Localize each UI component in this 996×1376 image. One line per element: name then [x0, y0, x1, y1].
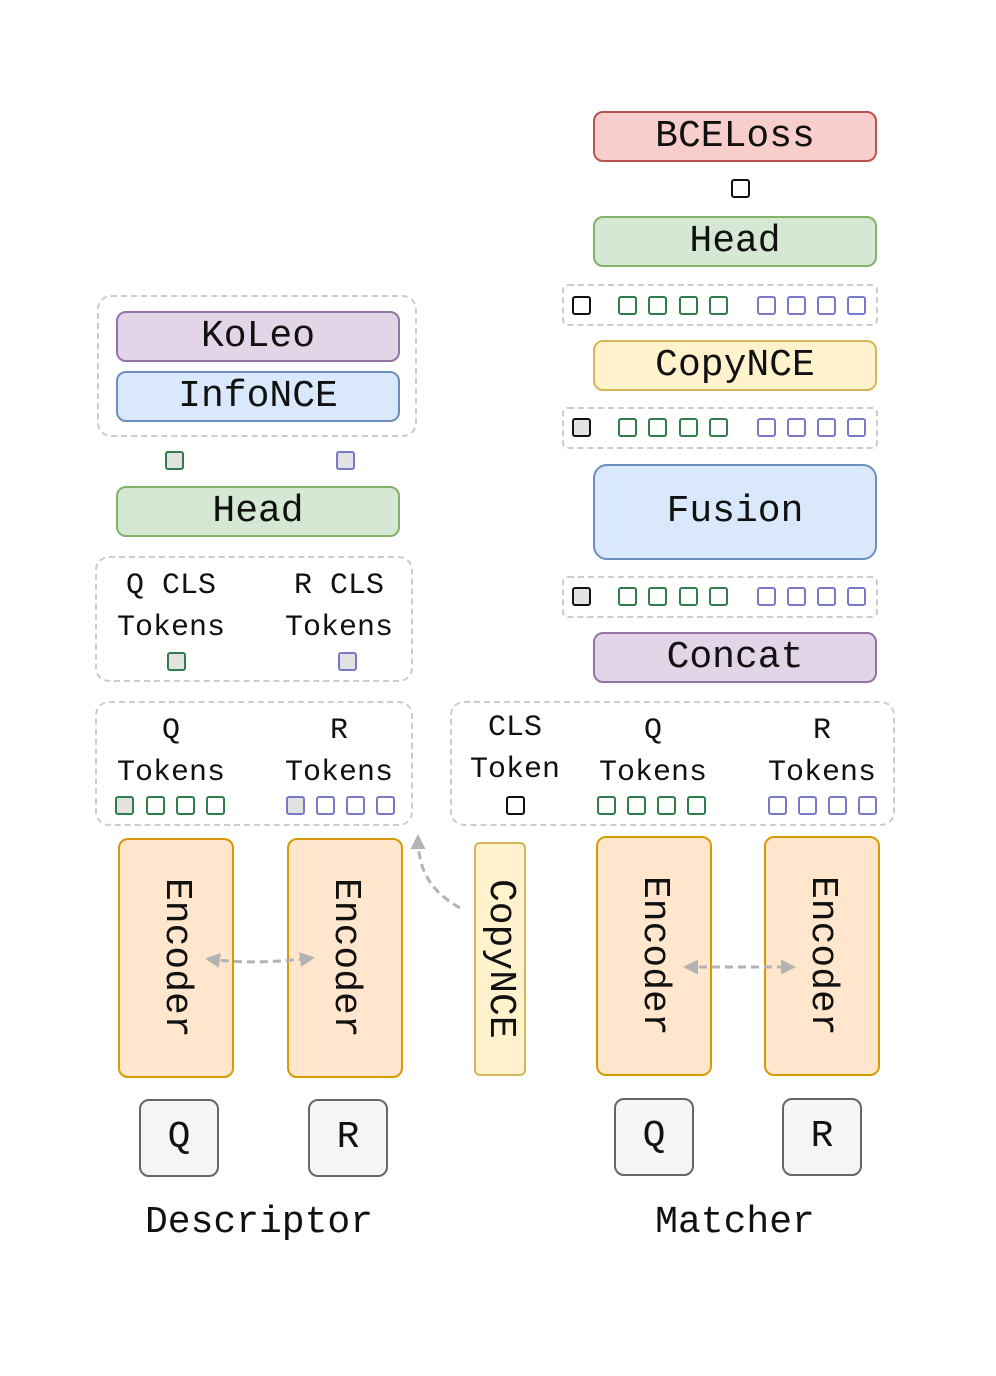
q-cls-label-top: Q CLS: [125, 569, 217, 603]
matcher-cls-label-top: CLS: [487, 711, 543, 745]
fusion-box: Fusion: [593, 464, 877, 560]
matcher-input-r: R: [782, 1098, 862, 1176]
matcher-encoder-q: Encoder: [596, 836, 712, 1076]
descriptor-tokens-group: [95, 701, 413, 826]
matcher-r-token: [817, 418, 836, 437]
descriptor-r-token: [286, 796, 305, 815]
matcher-r-token: [847, 418, 866, 437]
descriptor-loss-group: [97, 295, 417, 437]
matcher-q-token: [709, 418, 728, 437]
r-cls-label-bottom: Tokens: [284, 611, 394, 645]
matcher-cls-label-bottom: Token: [469, 753, 561, 787]
descriptor-head-box: Head: [116, 486, 400, 537]
matcher-q-tokens-label-top: Q: [643, 714, 663, 748]
descriptor-input-r: R: [308, 1099, 388, 1177]
matcher-cls-token: [572, 418, 591, 437]
concat-box: Concat: [593, 632, 877, 683]
matcher-r-input-token: [798, 796, 817, 815]
matcher-r-input-token: [828, 796, 847, 815]
descriptor-r-token: [346, 796, 365, 815]
matcher-r-token: [757, 587, 776, 606]
descriptor-input-q: Q: [139, 1099, 219, 1177]
descriptor-r-token: [316, 796, 335, 815]
matcher-q-input-token: [627, 796, 646, 815]
matcher-q-token: [648, 418, 667, 437]
descriptor-shared-weights-arrow: [205, 951, 315, 968]
matcher-token-row-after-copynce: [562, 284, 878, 326]
descriptor-q-token: [146, 796, 165, 815]
descriptor-q-embedding-token: [165, 451, 184, 470]
descriptor-q-tokens-label-bottom: Tokens: [116, 756, 226, 790]
r-cls-token: [338, 652, 357, 671]
matcher-q-token: [648, 587, 667, 606]
matcher-r-input-token: [858, 796, 877, 815]
matcher-q-token: [709, 587, 728, 606]
descriptor-r-tokens-label-bottom: Tokens: [284, 756, 394, 790]
matcher-token-row-after-concat: [562, 576, 878, 618]
copynce-side-label: CopyNCE: [479, 879, 522, 1039]
matcher-cls-input-token: [506, 796, 525, 815]
descriptor-r-token: [376, 796, 395, 815]
encoder-label: Encoder: [324, 878, 367, 1038]
matcher-r-token: [757, 418, 776, 437]
q-cls-token: [167, 652, 186, 671]
matcher-q-token: [618, 296, 637, 315]
encoder-label: Encoder: [155, 878, 198, 1038]
matcher-cls-token: [572, 587, 591, 606]
matcher-input-q: Q: [614, 1098, 694, 1176]
matcher-head-box: Head: [593, 216, 877, 267]
q-cls-label-bottom: Tokens: [116, 611, 226, 645]
r-cls-label-top: R CLS: [293, 569, 385, 603]
matcher-q-token: [679, 418, 698, 437]
infonce-loss-box: InfoNCE: [116, 371, 400, 422]
matcher-q-token: [618, 418, 637, 437]
matcher-token-row-after-fusion: [562, 407, 878, 449]
copynce-to-descriptor-arrow: [410, 834, 461, 910]
matcher-q-token: [618, 587, 637, 606]
matcher-r-token: [787, 418, 806, 437]
bceloss-box: BCELoss: [593, 111, 877, 162]
encoder-label: Encoder: [801, 876, 844, 1036]
matcher-q-token: [679, 296, 698, 315]
matcher-q-input-token: [597, 796, 616, 815]
encoder-label: Encoder: [633, 876, 676, 1036]
descriptor-q-tokens-label-top: Q: [161, 714, 181, 748]
matcher-r-token: [787, 587, 806, 606]
copynce-side-box: CopyNCE: [474, 842, 526, 1076]
matcher-q-token: [679, 587, 698, 606]
descriptor-q-token: [115, 796, 134, 815]
matcher-q-input-token: [687, 796, 706, 815]
matcher-q-tokens-label-bottom: Tokens: [598, 756, 708, 790]
descriptor-caption: Descriptor: [144, 1201, 374, 1244]
matcher-r-token: [757, 296, 776, 315]
matcher-r-token: [817, 587, 836, 606]
matcher-r-tokens-label-bottom: Tokens: [767, 756, 877, 790]
matcher-q-token: [648, 296, 667, 315]
matcher-r-tokens-label-top: R: [812, 714, 832, 748]
matcher-copynce-box: CopyNCE: [593, 340, 877, 391]
koleo-loss-box: KoLeo: [116, 311, 400, 362]
matcher-r-token: [787, 296, 806, 315]
matcher-encoder-r: Encoder: [764, 836, 880, 1076]
matcher-r-token: [847, 296, 866, 315]
matcher-score-token: [731, 179, 750, 198]
descriptor-r-tokens-label-top: R: [329, 714, 349, 748]
matcher-r-token: [847, 587, 866, 606]
matcher-tokens-group: [450, 701, 895, 826]
matcher-cls-token: [572, 296, 591, 315]
descriptor-r-embedding-token: [336, 451, 355, 470]
matcher-r-input-token: [768, 796, 787, 815]
matcher-q-token: [709, 296, 728, 315]
descriptor-q-token: [176, 796, 195, 815]
matcher-r-token: [817, 296, 836, 315]
matcher-q-input-token: [657, 796, 676, 815]
descriptor-cls-tokens-group: [95, 556, 413, 682]
matcher-caption: Matcher: [655, 1201, 815, 1244]
descriptor-q-token: [206, 796, 225, 815]
